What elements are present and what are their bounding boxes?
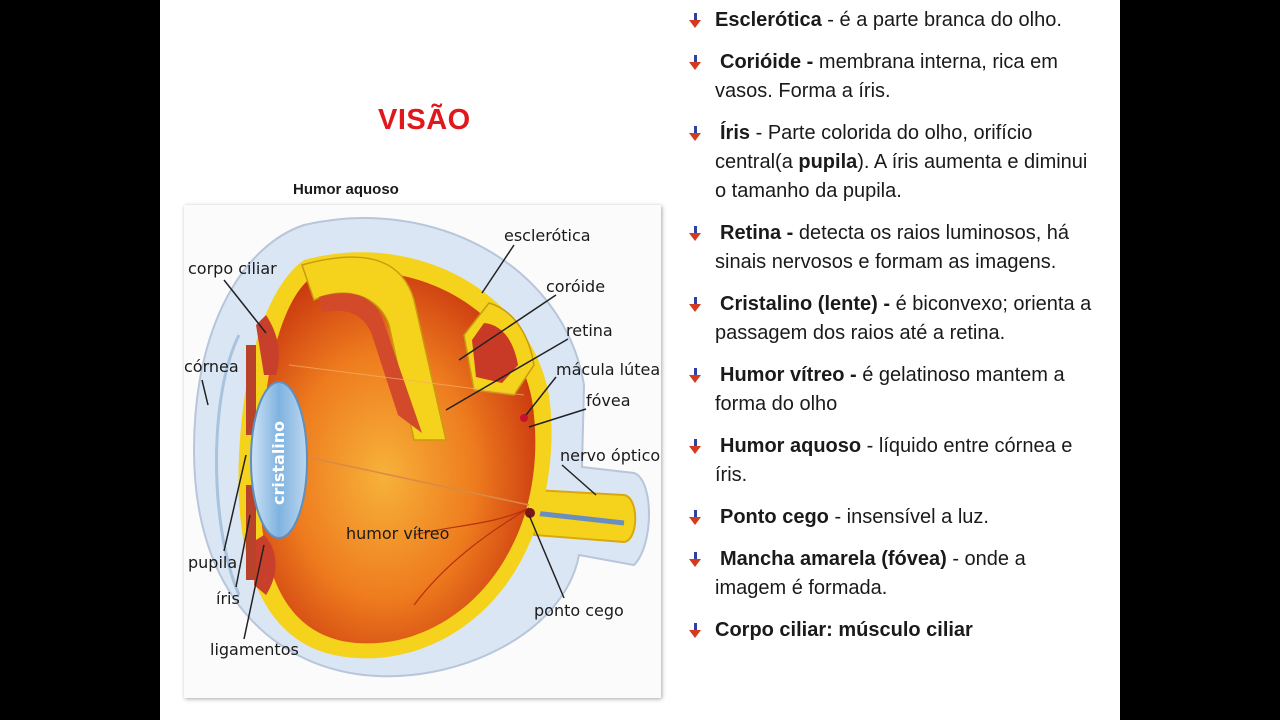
label-coroide: coróide <box>546 277 605 296</box>
bullet-item: Íris - Parte colorida do olho, orifício … <box>687 119 1097 206</box>
bullet-item: Retina - detecta os raios luminosos, há … <box>687 219 1097 277</box>
label-fovea: fóvea <box>586 391 631 410</box>
label-esclerotica: esclerótica <box>504 226 591 245</box>
arrow-down-icon <box>689 623 701 638</box>
label-iris: íris <box>216 589 240 608</box>
bullet-item: Corióide - membrana interna, rica em vas… <box>687 48 1097 106</box>
humor-aquoso-label: Humor aquoso <box>293 181 399 198</box>
arrow-down-icon <box>689 226 701 241</box>
arrow-down-icon <box>689 510 701 525</box>
arrow-down-icon <box>689 13 701 28</box>
arrow-down-icon <box>689 439 701 454</box>
eye-illustration: esclerótica coróide retina mácula lútea … <box>184 217 660 678</box>
cornea <box>215 334 241 596</box>
label-macula: mácula lútea <box>556 360 660 379</box>
arrow-down-icon <box>689 126 701 141</box>
arrow-down-icon <box>689 368 701 383</box>
label-corpo-ciliar: corpo ciliar <box>188 259 277 278</box>
arrow-down-icon <box>689 55 701 70</box>
bullet-item: Esclerótica - é a parte branca do olho. <box>687 6 1097 35</box>
label-pupila: pupila <box>188 553 237 572</box>
crystalline-lens <box>250 381 308 539</box>
bullet-item: Cristalino (lente) - é biconvexo; orient… <box>687 290 1097 348</box>
label-ligamentos: ligamentos <box>210 640 299 659</box>
arrow-down-icon <box>689 552 701 567</box>
vitreous-body <box>259 271 536 644</box>
label-cornea: córnea <box>184 357 239 376</box>
label-ponto-cego: ponto cego <box>534 601 624 620</box>
bullet-item: Corpo ciliar: músculo ciliar <box>687 616 1097 645</box>
eye-diagram: esclerótica coróide retina mácula lútea … <box>184 205 661 698</box>
bullet-item: Humor aquoso - líquido entre córnea e ír… <box>687 432 1097 490</box>
bullet-list: Esclerótica - é a parte branca do olho. … <box>687 6 1097 658</box>
label-retina: retina <box>566 321 613 340</box>
optic-nerve <box>533 488 637 544</box>
label-humor-vitreo: humor vítreo <box>346 524 449 543</box>
slide-title: VISÃO <box>378 104 471 136</box>
iris <box>246 345 256 435</box>
label-cristalino: cristalino <box>269 421 288 505</box>
ciliary-body <box>256 315 279 375</box>
bullet-item: Mancha amarela (fóvea) - onde a imagem é… <box>687 545 1097 603</box>
label-nervo: nervo óptico <box>560 446 660 465</box>
bullet-item: Ponto cego - insensível a luz. <box>687 503 1097 532</box>
bullet-item: Humor vítreo - é gelatinoso mantem a for… <box>687 361 1097 419</box>
arrow-down-icon <box>689 297 701 312</box>
slide: VISÃO Humor aquoso <box>160 0 1120 720</box>
